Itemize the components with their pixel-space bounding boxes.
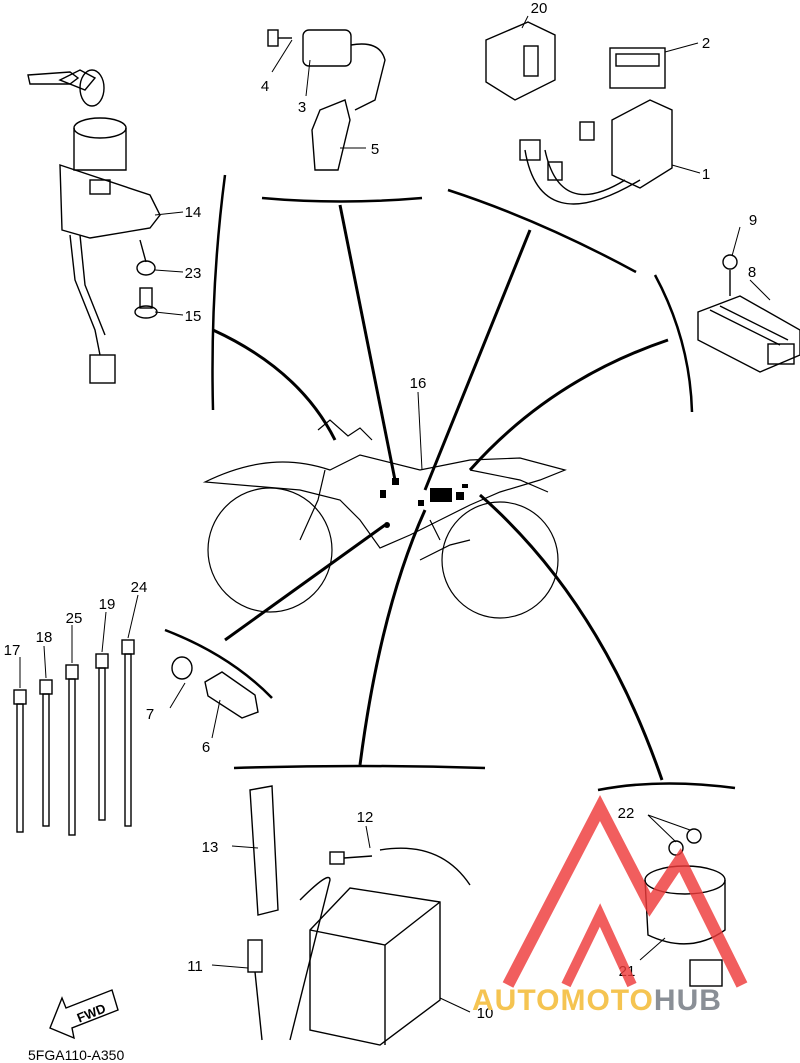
watermark-text-automoto: AUTOMOTO bbox=[472, 984, 654, 1017]
callout-19: 19 bbox=[99, 596, 116, 613]
nuts-part-22 bbox=[668, 828, 702, 856]
screw-part-9 bbox=[722, 254, 738, 296]
watermark-logo: AUTOMOTOHUB bbox=[472, 794, 748, 1017]
leader-lines bbox=[19, 15, 771, 1013]
callout-22: 22 bbox=[618, 805, 635, 822]
callout-14: 14 bbox=[185, 204, 202, 221]
callout-17: 17 bbox=[4, 642, 21, 659]
washer-part-7 bbox=[171, 656, 193, 680]
group-brackets bbox=[164, 174, 736, 792]
ignition-coil-part-3 bbox=[302, 29, 386, 111]
callout-11: 11 bbox=[187, 958, 203, 975]
callout-13: 13 bbox=[202, 839, 219, 856]
cable-ties bbox=[13, 639, 135, 836]
callout-12: 12 bbox=[357, 809, 374, 826]
callout-25: 25 bbox=[66, 610, 83, 627]
reference-code: 5FGA110-A350 bbox=[28, 1047, 124, 1063]
callout-15: 15 bbox=[185, 308, 202, 325]
callout-18: 18 bbox=[36, 629, 53, 646]
callout-numbers: 20 2 1 4 3 5 14 23 15 9 8 16 17 18 25 19… bbox=[4, 0, 758, 1022]
callout-9: 9 bbox=[749, 212, 757, 229]
cdi-unit-part-1 bbox=[519, 99, 673, 205]
bolt-part-12 bbox=[289, 847, 471, 1041]
fwd-arrow: FWD bbox=[49, 989, 119, 1040]
battery-part-10 bbox=[309, 887, 441, 1046]
callout-20: 20 bbox=[531, 0, 548, 17]
callout-4: 4 bbox=[261, 78, 269, 95]
callout-23: 23 bbox=[185, 265, 202, 282]
callout-1: 1 bbox=[702, 166, 710, 183]
coupler-part-2 bbox=[609, 47, 666, 89]
bolt-part-15 bbox=[134, 287, 158, 319]
callout-10: 10 bbox=[477, 1005, 494, 1022]
callout-5: 5 bbox=[371, 141, 379, 158]
callout-7: 7 bbox=[146, 706, 154, 723]
watermark-text-hub: HUB bbox=[654, 984, 722, 1017]
switch-part-6 bbox=[204, 671, 259, 719]
motorcycle-silhouette bbox=[202, 419, 567, 619]
callout-24: 24 bbox=[131, 579, 148, 596]
callout-8: 8 bbox=[748, 264, 756, 281]
relay-part-20 bbox=[485, 21, 556, 101]
main-switch-part bbox=[27, 69, 161, 384]
battery-band-part-13 bbox=[249, 785, 279, 916]
cap-part-11 bbox=[247, 939, 263, 1041]
rectifier-part-8 bbox=[697, 295, 800, 373]
watermark-text: AUTOMOTOHUB bbox=[472, 984, 722, 1017]
component-markers bbox=[380, 478, 468, 528]
plug-cap-part-5 bbox=[311, 99, 351, 171]
connector-lines bbox=[212, 204, 669, 781]
callout-2: 2 bbox=[702, 35, 710, 52]
callout-3: 3 bbox=[298, 99, 306, 116]
callout-6: 6 bbox=[202, 739, 210, 756]
callout-16: 16 bbox=[410, 375, 427, 392]
bolt-part-4 bbox=[267, 29, 292, 47]
nut-part-23 bbox=[136, 239, 156, 276]
